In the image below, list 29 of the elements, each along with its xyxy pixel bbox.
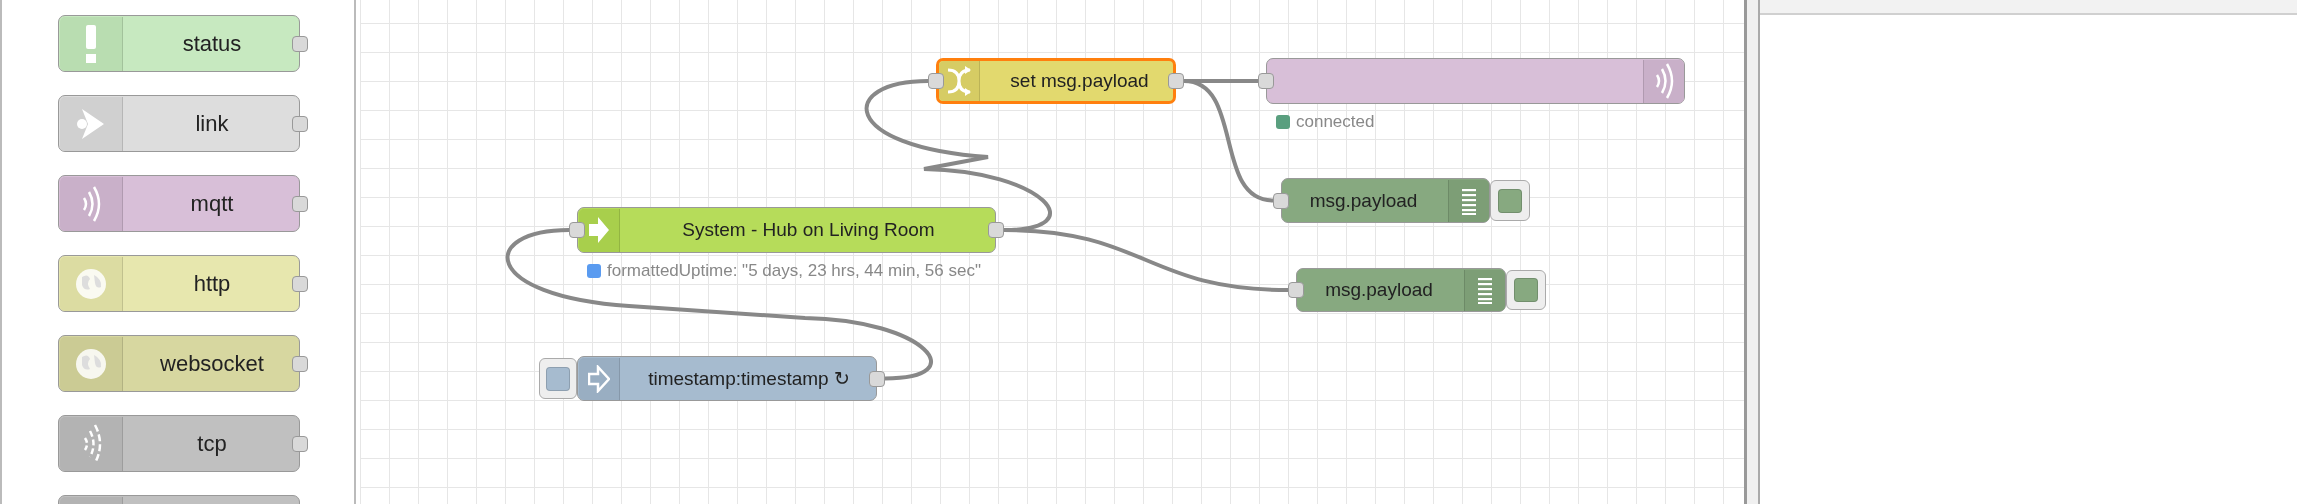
node-label: tcp <box>196 429 228 458</box>
node-label: msg.payload <box>1308 188 1419 213</box>
wire <box>506 228 933 381</box>
node-label: System - Hub on Living Room <box>681 218 936 242</box>
flow-node <box>928 58 1184 104</box>
wire <box>1003 228 1289 292</box>
node-label: websocket <box>159 349 265 378</box>
flow-node <box>577 356 885 401</box>
flow-node <box>58 15 308 72</box>
status-text: connected <box>1296 112 1375 132</box>
wire <box>865 79 1052 232</box>
node-label: mqtt <box>189 189 235 218</box>
flow-node <box>1273 178 1490 223</box>
flow-node <box>569 207 1004 253</box>
node-label: timestamp:timestamp ↻ <box>647 367 851 391</box>
flow-node <box>58 95 308 152</box>
node-label: status <box>181 29 243 58</box>
node-label: set msg.payload <box>1009 69 1150 93</box>
node-label: msg.payload <box>1324 278 1434 302</box>
flow-node <box>1258 58 1685 104</box>
node-label: http <box>192 269 232 298</box>
flow-node <box>1288 268 1506 312</box>
node-label: link <box>194 109 230 138</box>
flow-node <box>58 175 308 232</box>
flow-node <box>58 255 308 312</box>
status-text: formattedUptime: "5 days, 23 hrs, 44 min, 56 sec" <box>607 261 981 281</box>
flow-node <box>58 335 308 392</box>
wire <box>1183 79 1274 203</box>
flow-node <box>58 415 308 472</box>
